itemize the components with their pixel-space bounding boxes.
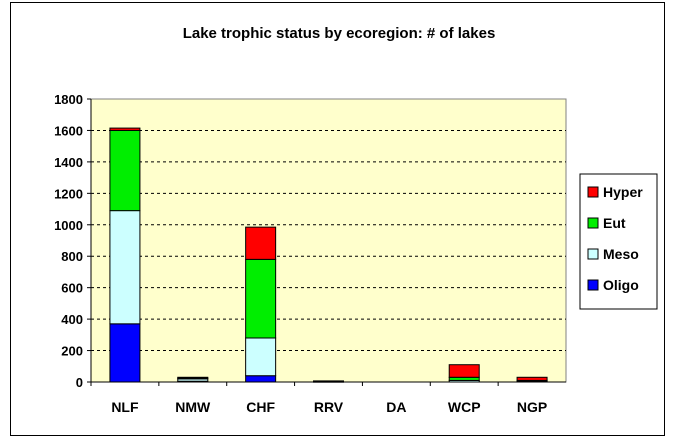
legend-swatch-oligo (587, 279, 599, 291)
legend-swatch-eut (587, 217, 599, 229)
bar-wcp-hyper (448, 364, 480, 378)
legend-label-meso: Meso (603, 246, 639, 262)
x-tick-label-ngp: NGP (517, 399, 547, 415)
bar-chf-hyper (245, 226, 277, 260)
bar-nlf-hyper (109, 127, 141, 131)
legend-label-hyper: Hyper (603, 184, 643, 200)
x-tick-label-chf: CHF (246, 399, 275, 415)
bar-chf-meso (245, 337, 277, 377)
bar-nlf-oligo (109, 323, 141, 383)
y-axis: 0 200 400 600 800 1000 1200 1400 1600 1800 (54, 92, 92, 390)
legend-label-eut: Eut (603, 215, 626, 231)
y-tick-label: 800 (61, 249, 83, 264)
bar-nlf-eut (109, 129, 141, 212)
y-tick-label: 1200 (54, 186, 83, 201)
y-tick-label: 400 (61, 312, 83, 327)
chart-svg: Lake trophic status by ecoregion: # of l… (54, 25, 658, 415)
x-tick-label-wcp: WCP (448, 399, 481, 415)
x-tick-label-da: DA (386, 399, 406, 415)
chart-frame: Lake trophic status by ecoregion: # of l… (10, 2, 665, 436)
bars-layer (109, 127, 548, 383)
y-tick-label: 0 (76, 375, 83, 390)
x-tick-label-rrv: RRV (314, 399, 344, 415)
y-tick-label: 1400 (54, 155, 83, 170)
grid-layer (91, 129, 566, 352)
x-tick-label-nmw: NMW (175, 399, 211, 415)
x-axis: NLF NMW CHF RRV DA WCP NGP (90, 381, 566, 415)
bar-rrv-hyper (313, 380, 344, 382)
legend-swatch-meso (587, 248, 599, 260)
bar-nlf-meso (109, 210, 141, 325)
y-tick-label: 600 (61, 281, 83, 296)
y-tick-label: 1600 (54, 123, 83, 138)
legend-label-oligo: Oligo (603, 277, 639, 293)
plot-area (90, 98, 567, 383)
y-tick-label: 200 (61, 344, 83, 359)
x-tick-label-nlf: NLF (111, 399, 139, 415)
y-tick-label: 1800 (54, 92, 83, 107)
chart-title: Lake trophic status by ecoregion: # of l… (183, 25, 496, 42)
bar-chf-eut (245, 258, 277, 339)
bar-ngp-hyper (516, 376, 548, 381)
legend-swatch-hyper (587, 186, 599, 198)
y-tick-label: 1000 (54, 218, 83, 233)
bar-chf-oligo (245, 375, 277, 383)
bar-nmw-hyper (177, 376, 209, 379)
